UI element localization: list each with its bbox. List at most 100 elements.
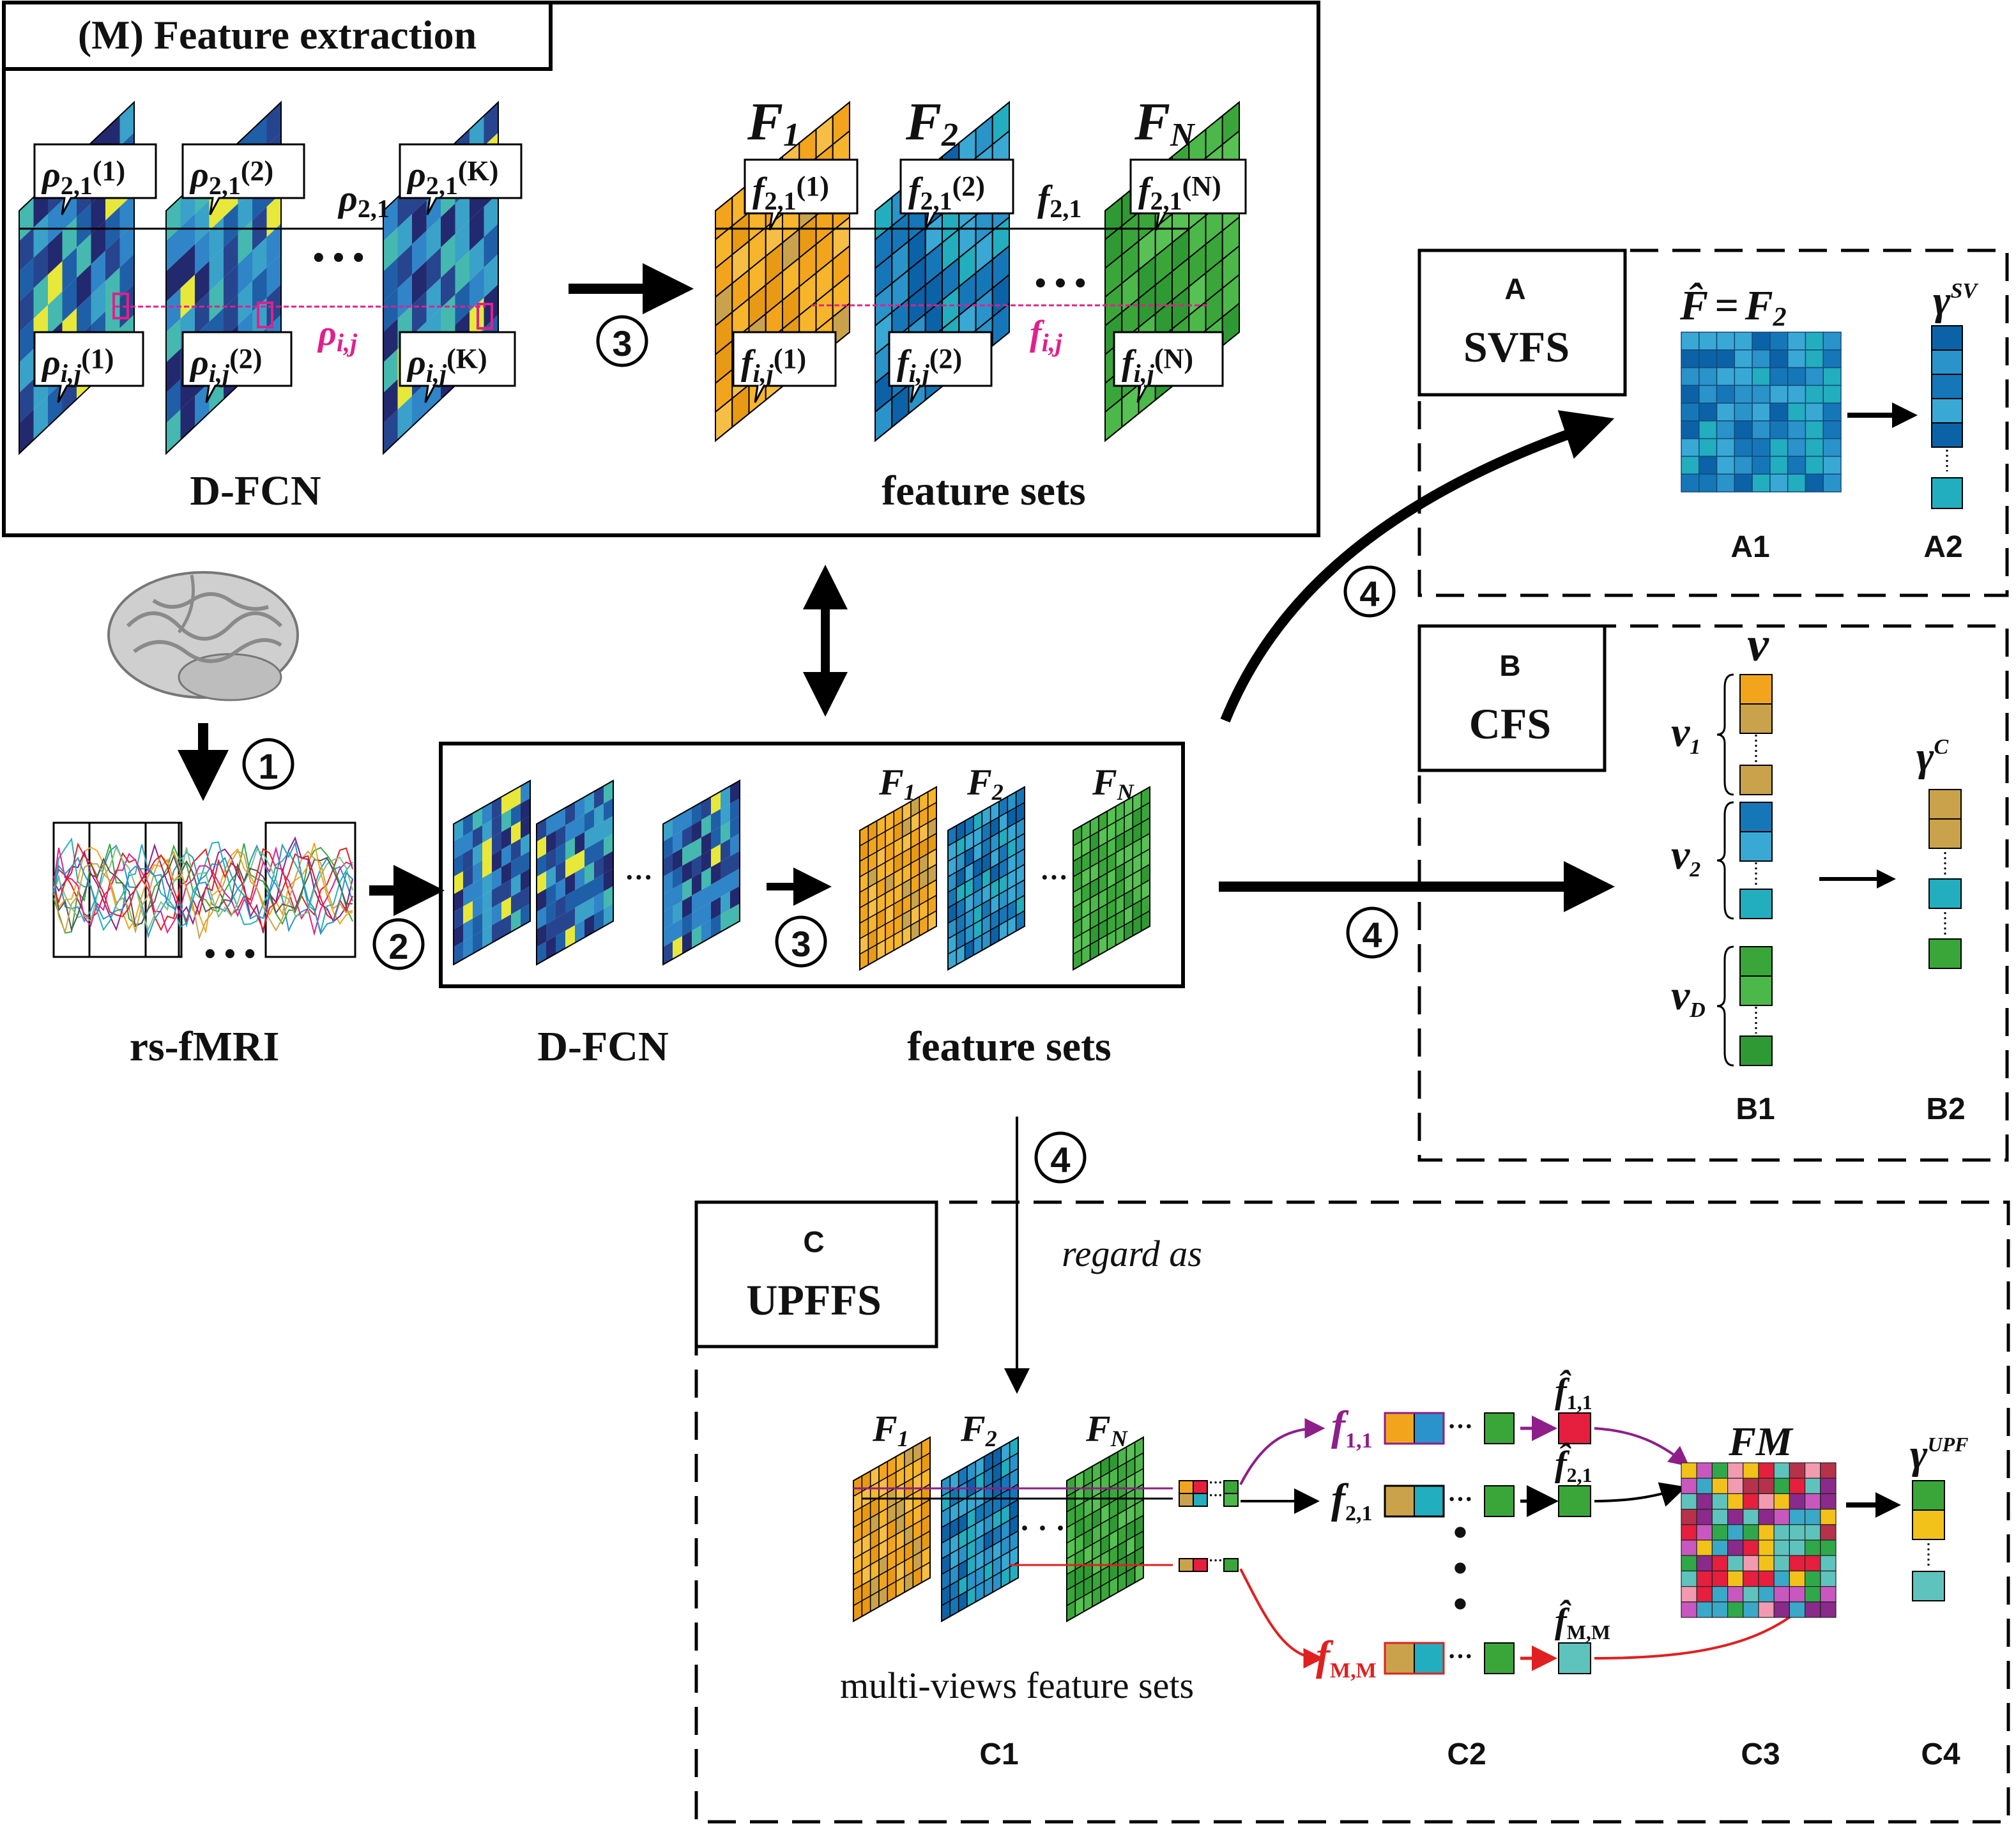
b1-v-label: v: [1747, 618, 1769, 671]
step4b-circle: [1346, 906, 1398, 959]
c-hat3-label: f̂M,M: [1555, 1600, 1610, 1644]
b-sub1: B1: [1736, 1092, 1775, 1126]
c-row3-label: fM,M: [1316, 1633, 1377, 1683]
b-sub2: B2: [1926, 1092, 1965, 1126]
c-f1-name: F1: [872, 1408, 909, 1451]
c-rows-ellipsis-1: ···: [1447, 1412, 1473, 1440]
rho-top-3: ρ2,1(K): [399, 143, 523, 215]
c4-gamma: γUPF: [1910, 1431, 1968, 1478]
rho-top-1-text: ρ2,1(1): [41, 155, 125, 200]
m-highlight-3: [477, 303, 493, 330]
panel-svfs: A SVFS F̂=F2 γSV A1 A2: [1417, 248, 2009, 597]
rs-fmri-label: rs-fMRI: [130, 1023, 280, 1070]
panel-c-name: UPFFS: [746, 1276, 882, 1324]
p-f2-name: F2: [966, 761, 1004, 805]
c1-mini-vectors: ·········: [1179, 1474, 1239, 1572]
a-sub1: A1: [1730, 530, 1769, 564]
b2-gamma: γC: [1916, 733, 1948, 780]
c1-sheets: [853, 1436, 1144, 1623]
rho-top-2-text: ρ2,1(2): [189, 155, 273, 200]
panel-a-name: SVFS: [1463, 323, 1569, 371]
panel-c-frame: [694, 1200, 2010, 1824]
panel-a-frame: [1417, 248, 2009, 597]
rhoij-mid-label: ρi,j: [317, 314, 358, 357]
c-sub4: C4: [1921, 1737, 1960, 1771]
a2-cell-4: [1931, 398, 1963, 424]
c-mini-dots-3: ···: [1209, 1552, 1223, 1568]
step4c-number: 4: [1050, 1140, 1070, 1180]
step2-circle: [372, 918, 425, 970]
m-feature-sheet-1: [715, 100, 850, 443]
panel-b-frame: [1417, 624, 2009, 1162]
step1-circle: [242, 738, 294, 790]
c-red-curve: [1239, 1568, 1324, 1668]
step1-number: 1: [258, 746, 278, 786]
p-ellipsis-1: ···: [625, 862, 653, 893]
m-f2-name: F2: [905, 92, 958, 153]
f-top-3: f2,1(N): [1129, 158, 1247, 231]
p-fn-name: FN: [1092, 761, 1135, 805]
f-bottom-2: fi,j(2): [888, 331, 993, 403]
pipeline-sheets: [453, 779, 1150, 971]
c2-feature-rows: [1384, 1412, 1591, 1675]
c-feature-sheet-3: [1066, 1436, 1144, 1623]
c-mini-dots-1: ···: [1209, 1474, 1223, 1490]
m-fn-name: FN: [1134, 92, 1196, 153]
a1-matrix: [1681, 332, 1842, 493]
m-ellipsis-2: • • •: [1035, 265, 1087, 302]
c4-vector: [1912, 1480, 1945, 1601]
rho-bottom-1-text: ρi,j(1): [41, 343, 114, 388]
m-highlight-2: [257, 302, 273, 328]
c-sub2: C2: [1447, 1737, 1486, 1771]
c-fn-name: FN: [1085, 1408, 1129, 1451]
a2-gamma: γSV: [1933, 277, 1978, 324]
c-mini-dots-2: ···: [1209, 1487, 1223, 1503]
panel-m-title: (M) Feature extraction: [78, 12, 477, 57]
rho-bottom-3: ρi,j(K): [399, 331, 516, 403]
panel-a-title-box: [1417, 248, 1627, 397]
ts-line-11: [53, 842, 353, 932]
f-callouts: f2,1(1)f2,1(2)f2,1(N)fi,j(1)fi,j(2)fi,j(…: [732, 158, 1247, 403]
c-rows-vertical-dots: •: [1453, 1509, 1467, 1555]
c-sheets-ellipsis: · · ·: [1019, 1511, 1065, 1545]
rho-bottom-2-text: ρi,j(2): [189, 343, 262, 388]
panel-c-letter: C: [803, 1225, 824, 1258]
f-bottom-1-text: fi,j(1): [741, 343, 806, 388]
p-feature-sheet-2: [947, 786, 1025, 971]
ts-line-8: [53, 845, 353, 932]
ts-line-7: [53, 846, 353, 936]
c-purple-curve: [1239, 1418, 1325, 1485]
p-step3-number: 3: [791, 924, 811, 964]
a2-cell-5: [1931, 422, 1963, 448]
p-dfcn-sheet-1: [453, 779, 531, 966]
m-ellipsis-1: • • •: [313, 240, 365, 276]
ts-line-12: [53, 841, 353, 936]
rho-bottom-2: ρi,j(2): [181, 331, 293, 403]
panel-feature-extraction: (M) Feature extraction ρ2,1(1)ρ2,1(2)ρ2,…: [2, 1, 1320, 537]
c-hat2-to-fm: [1594, 1482, 1686, 1507]
step4b-number: 4: [1362, 915, 1382, 955]
f-top-2: f2,1(2): [899, 158, 1014, 231]
step4c-circle: [1034, 1131, 1087, 1184]
rho-callouts: ρ2,1(1) ρ2,1(2) ρ2,1(K) ρi,j(1) ρi,j(2) ρi,j(…: [33, 143, 523, 403]
m-dfcn-label: D-FCN: [190, 468, 321, 514]
rho-bottom-1: ρi,j(1): [33, 331, 144, 403]
a-sub2: A2: [1923, 530, 1962, 564]
c-rows-vertical-dots-3: •: [1453, 1581, 1467, 1626]
c-feature-sheet-1: [853, 1436, 931, 1623]
m-step3-circle: [596, 315, 648, 367]
m-feature-sets-label: feature sets: [882, 468, 1086, 514]
c-row2-label: f2,1: [1331, 1476, 1372, 1525]
f-bottom-3-text: fi,j(N): [1122, 343, 1193, 388]
c-multi-views-label: multi-views feature sets: [840, 1665, 1194, 1706]
c-f2-name: F2: [960, 1408, 997, 1451]
rho-top-2: ρ2,1(2): [181, 143, 305, 215]
rho-bottom-3-text: ρi,j(K): [406, 343, 487, 388]
step4a-number: 4: [1359, 574, 1379, 614]
c-rows-ellipsis-3: ···: [1447, 1642, 1473, 1670]
b1-vd-label: vD: [1671, 972, 1706, 1022]
f-bottom-3: fi,j(N): [1113, 331, 1224, 403]
p-dfcn-sheet-2: [536, 779, 614, 966]
